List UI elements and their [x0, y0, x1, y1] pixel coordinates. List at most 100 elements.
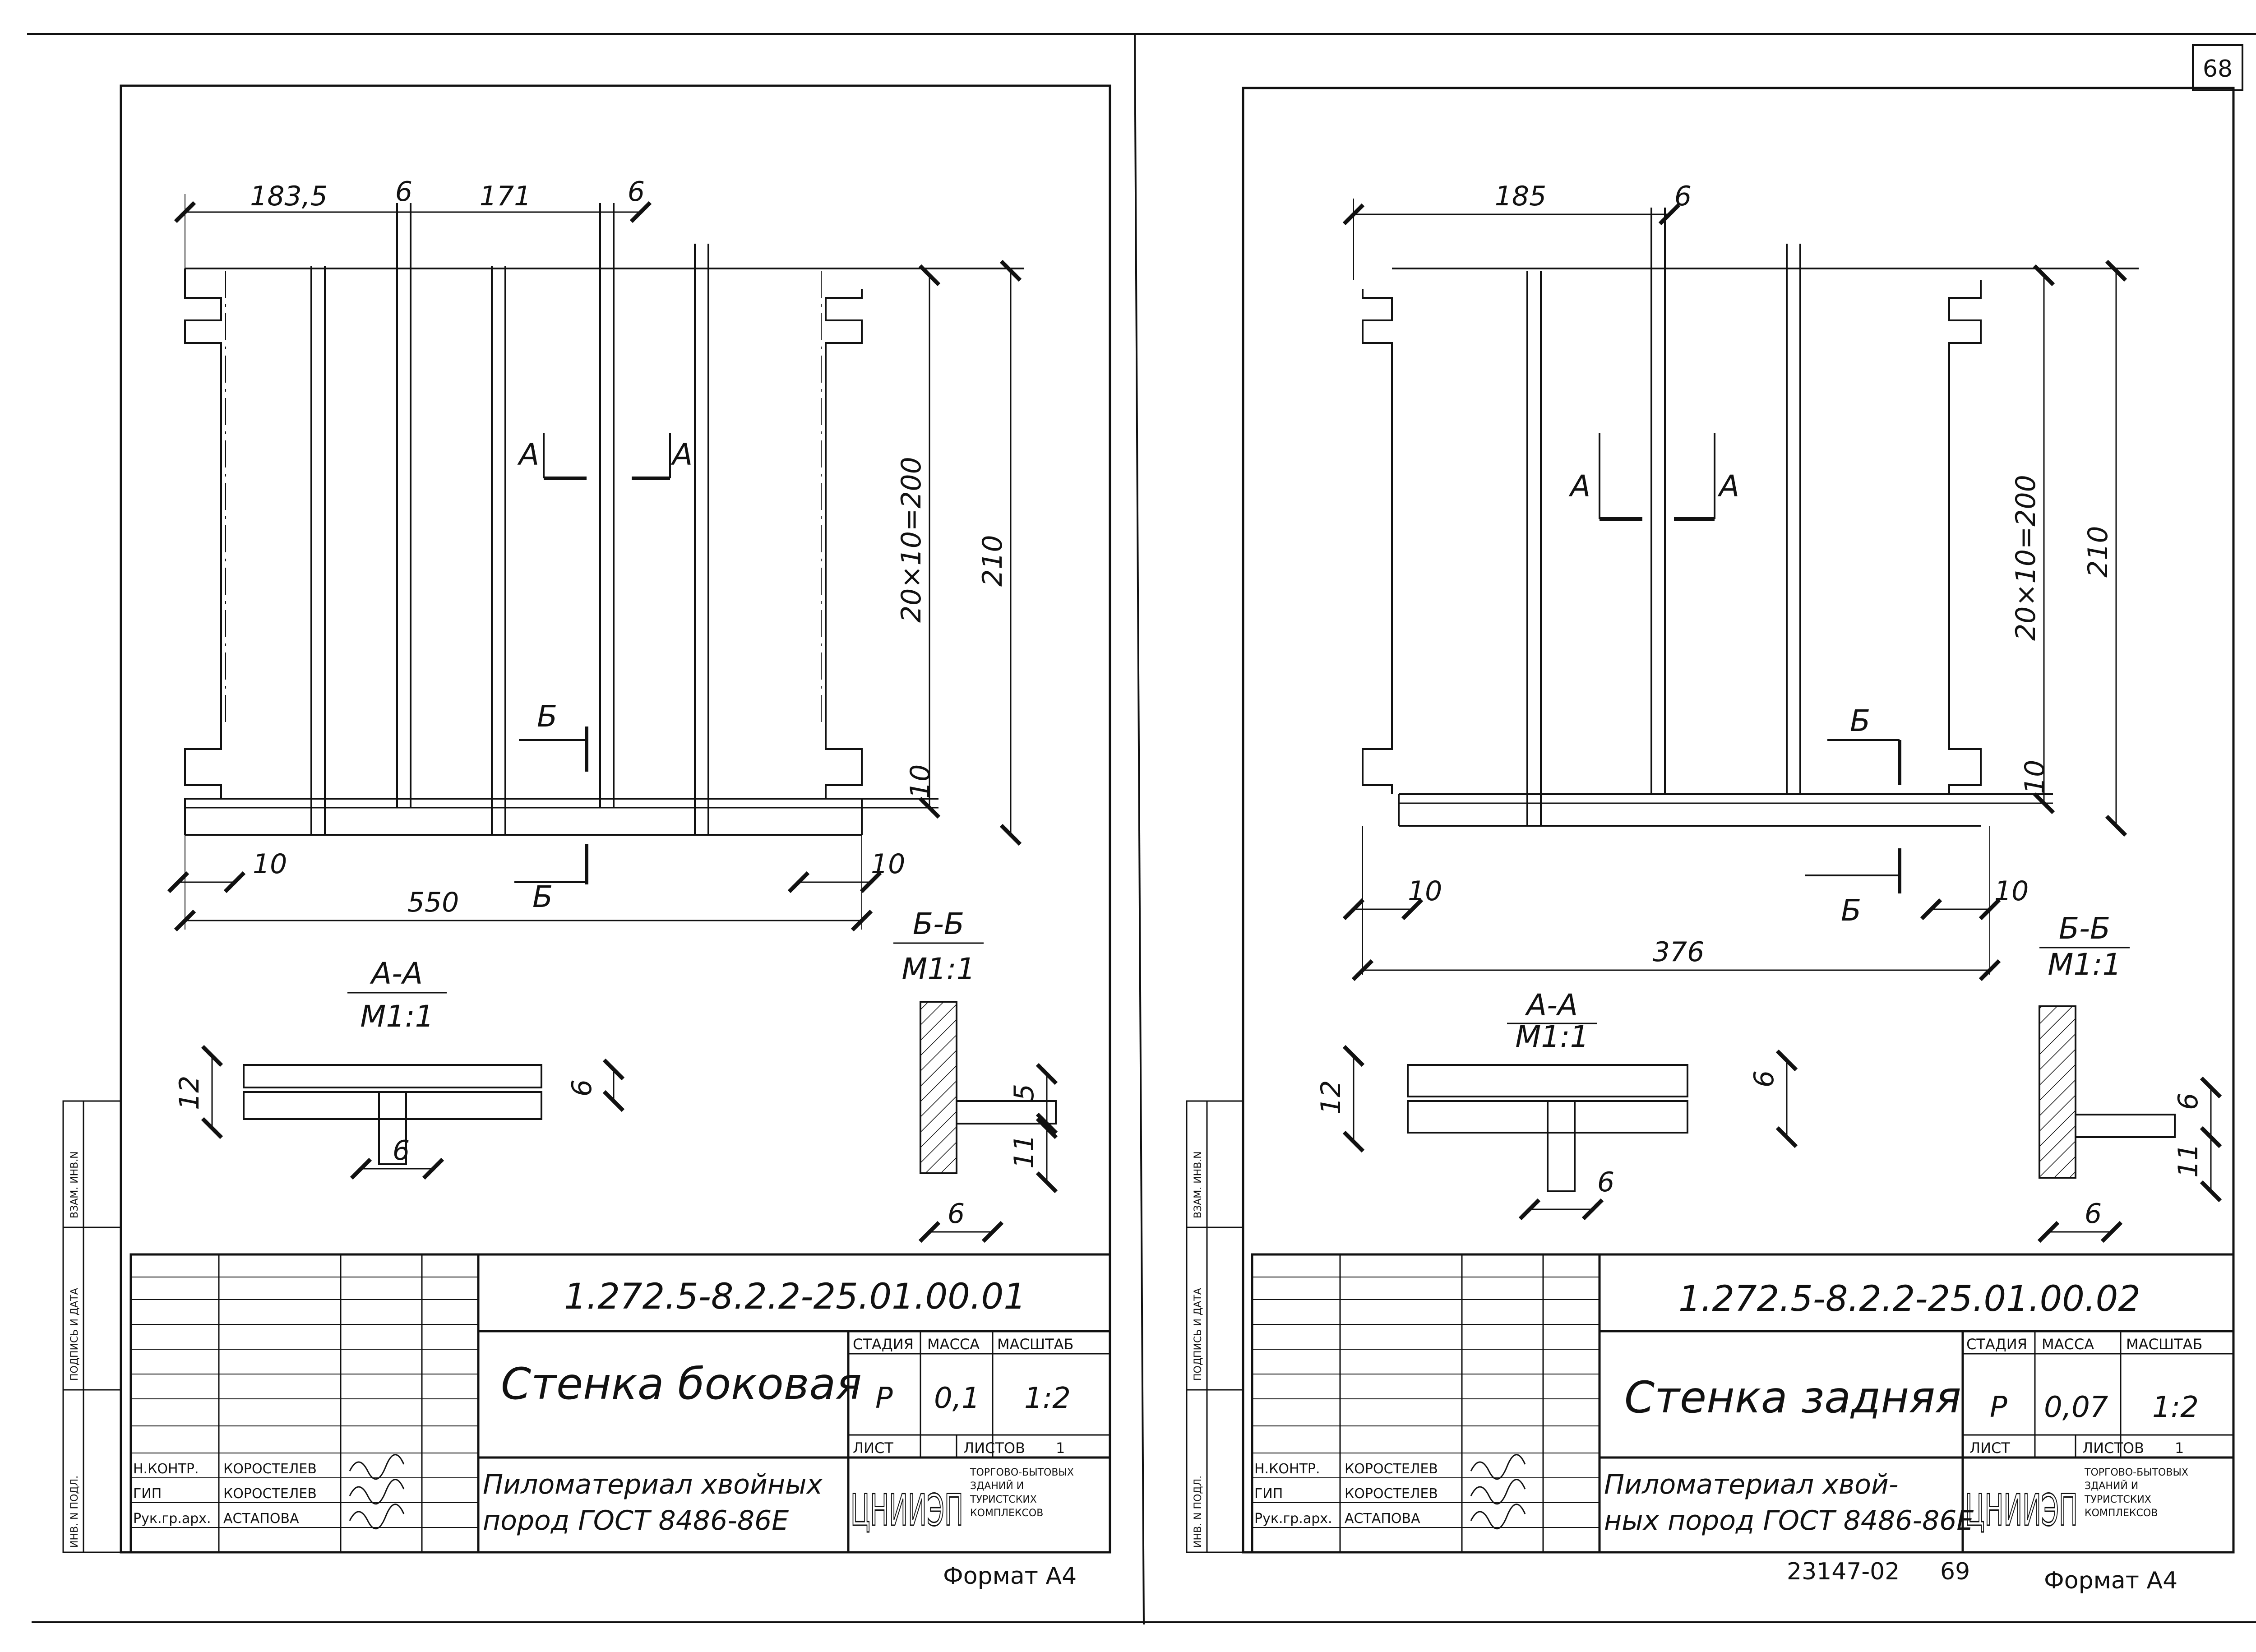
cut-b-bottom: Б — [532, 879, 553, 914]
sheet-left: ВЗАМ. ИНВ.N ПОДПИСЬ И ДАТА ИНВ. N ПОДЛ. — [62, 84, 1111, 1590]
name-3: АСТАПОВА — [223, 1511, 299, 1527]
dim-vert-base: 10 — [2019, 760, 2051, 794]
section-aa-title: А-А — [1525, 988, 1578, 1023]
header-sheets: ЛИСТОВ — [2082, 1439, 2144, 1457]
page-number: 68 — [2203, 56, 2233, 83]
role-chief-engineer: ГИП — [1254, 1486, 1283, 1502]
section-aa-dim-6b: 6 — [393, 1135, 410, 1166]
format-label: Формат А4 — [2044, 1567, 2177, 1594]
role-norm-control: Н.КОНТР. — [133, 1461, 199, 1477]
page-number-box: 68 — [2192, 44, 2243, 91]
signature-1 — [349, 1454, 405, 1480]
value-sheets-count: 1 — [1056, 1439, 1065, 1457]
right-elevation: 185 6 20×10=200 210 10 10 10 376 А А — [1342, 180, 2139, 981]
section-aa-scale: М1:1 — [1515, 1019, 1589, 1054]
header-mass: МАССА — [927, 1336, 980, 1353]
left-section-aa: А-А М1:1 12 6 6 — [174, 956, 625, 1180]
signature-2 — [1470, 1479, 1526, 1505]
dim-top-1: 185 — [1495, 180, 1547, 212]
role-norm-control: Н.КОНТР. — [1254, 1461, 1320, 1477]
dim-top-2: 6 — [1674, 180, 1692, 212]
section-bb-hatch — [920, 1001, 957, 1174]
signature-2 — [349, 1479, 405, 1505]
cut-a-right: А — [670, 437, 693, 472]
material-line-2: ных пород ГОСТ 8486-86Е — [1604, 1505, 1974, 1536]
value-stage: Р — [875, 1382, 893, 1415]
name-2: КОРОСТЕЛЕВ — [1345, 1486, 1438, 1502]
header-stage: СТАДИЯ — [853, 1336, 914, 1353]
left-section-bb: Б-Б М1:1 5 11 6 — [893, 907, 1058, 1243]
side-label-signature: ПОДПИСЬ И ДАТА — [1193, 1288, 1204, 1381]
header-scale: МАСШТАБ — [997, 1336, 1073, 1353]
org-name-1: ТОРГОВО-БЫТОВЫХ — [970, 1467, 1074, 1478]
org-name-2: ЗДАНИЙ И — [2085, 1480, 2138, 1492]
section-aa-dim-12: 12 — [174, 1076, 205, 1110]
signature-3 — [1470, 1504, 1526, 1530]
name-1: КОРОСТЕЛЕВ — [1345, 1461, 1438, 1477]
cut-a-right: А — [1717, 469, 1739, 504]
dim-bottom-right: 10 — [1994, 875, 2029, 907]
dim-bottom-left: 10 — [253, 848, 287, 880]
album-page: 69 — [1940, 1558, 1970, 1585]
section-bb-title: Б-Б — [913, 907, 964, 941]
section-bb-dim-5: 5 — [1008, 1084, 1040, 1101]
org-name-1: ТОРГОВО-БЫТОВЫХ — [2084, 1467, 2188, 1478]
header-mass: МАССА — [2042, 1336, 2094, 1353]
name-2: КОРОСТЕЛЕВ — [223, 1486, 317, 1502]
right-side-strip: ВЗАМ. ИНВ.N ПОДПИСЬ И ДАТА ИНВ. N ПОДЛ. — [1186, 1100, 1244, 1553]
section-aa-dim-12: 12 — [1315, 1080, 1347, 1115]
name-1: КОРОСТЕЛЕВ — [223, 1461, 317, 1477]
org-name-4: КОМПЛЕКСОВ — [2085, 1508, 2158, 1519]
section-aa-dim-6a: 6 — [1748, 1070, 1780, 1087]
cut-b-bottom: Б — [1841, 893, 1861, 928]
material-line-1: Пиломатериал хвой- — [1604, 1469, 1899, 1500]
cut-b-top: Б — [537, 699, 557, 734]
center-divider — [1134, 33, 1145, 1625]
dim-top-4: 6 — [628, 176, 645, 208]
dim-top-3: 171 — [480, 180, 532, 212]
material-line-1: Пиломатериал хвойных — [483, 1469, 823, 1500]
section-bb-dim-11: 11 — [1008, 1134, 1040, 1169]
org-name-2: ЗДАНИЙ И — [970, 1480, 1024, 1492]
value-scale: 1:2 — [2152, 1391, 2199, 1424]
dim-bottom-right: 10 — [871, 848, 905, 880]
section-aa-dim-6b: 6 — [1597, 1166, 1614, 1198]
dim-vert-grid: 20×10=200 — [2010, 475, 2042, 641]
left-elevation: 183,5 6 171 6 20×10=200 210 10 10 10 550… — [167, 176, 1024, 932]
header-scale: МАСШТАБ — [2126, 1336, 2202, 1353]
org-logo: ЦНИИЭП — [851, 1485, 963, 1536]
section-bb-dim-6: 6 — [948, 1198, 965, 1230]
right-title-block: Н.КОНТР. ГИП Рук.гр.арх. КОРОСТЕЛЕВ КОРО… — [1251, 1253, 2235, 1554]
cut-a-left: А — [1568, 469, 1590, 504]
dim-top-2: 6 — [395, 176, 412, 208]
material-line-2: пород ГОСТ 8486-86Е — [483, 1505, 789, 1536]
document-code: 1.272.5-8.2.2-25.01.00.01 — [564, 1277, 1026, 1317]
document-title: Стенка задняя — [1624, 1372, 1961, 1423]
dim-bottom-total: 550 — [407, 887, 459, 918]
value-stage: Р — [1990, 1391, 2007, 1424]
section-bb-hatch — [2039, 1005, 2076, 1179]
signature-1 — [1470, 1454, 1526, 1480]
dim-vert-grid: 20×10=200 — [896, 457, 927, 623]
org-name-4: КОМПЛЕКСОВ — [970, 1508, 1043, 1519]
section-bb-scale: М1:1 — [901, 952, 975, 986]
document-code: 1.272.5-8.2.2-25.01.00.02 — [1678, 1279, 2140, 1319]
name-3: АСТАПОВА — [1345, 1511, 1420, 1527]
album-number: 23147-02 — [1787, 1558, 1900, 1585]
section-aa-scale: М1:1 — [360, 999, 434, 1034]
value-mass: 0,1 — [934, 1382, 980, 1415]
dim-top-1: 183,5 — [250, 180, 328, 212]
right-section-aa: А-А М1:1 12 6 6 — [1315, 988, 1798, 1221]
dim-bottom-total: 376 — [1653, 936, 1705, 968]
header-sheets: ЛИСТОВ — [963, 1439, 1025, 1457]
sheet-right: ВЗАМ. ИНВ.N ПОДПИСЬ И ДАТА ИНВ. N ПОДЛ. … — [1186, 87, 2235, 1594]
org-logo: ЦНИИЭП — [1965, 1485, 2078, 1536]
dim-vert-total: 210 — [977, 535, 1008, 587]
dim-vert-base: 10 — [905, 764, 936, 799]
header-sheet: ЛИСТ — [1969, 1439, 2010, 1457]
side-label-replaced: ВЗАМ. ИНВ.N — [1193, 1151, 1204, 1218]
value-sheets-count: 1 — [2175, 1439, 2184, 1457]
org-name-3: ТУРИСТСКИХ — [970, 1494, 1037, 1505]
role-chief-engineer: ГИП — [133, 1486, 162, 1502]
